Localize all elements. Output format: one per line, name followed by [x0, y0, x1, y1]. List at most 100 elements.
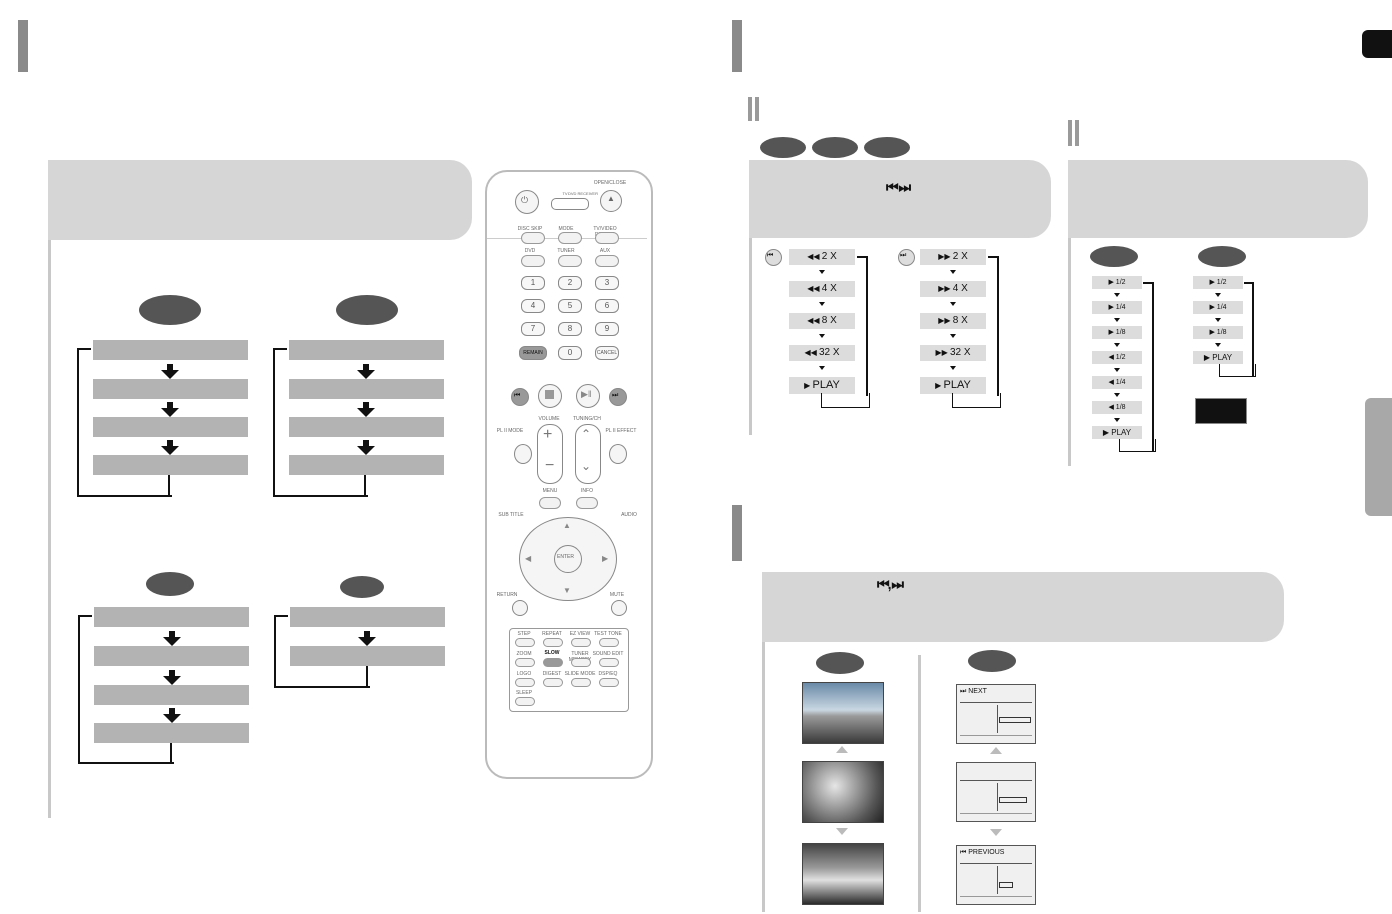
loop-line: [77, 349, 172, 497]
slow-box: ▶ 1/8: [1092, 326, 1142, 339]
number-button[interactable]: 6: [595, 299, 619, 313]
subsection-marker: [755, 97, 759, 121]
remote-label-volume: VOLUME: [538, 416, 560, 422]
slow-button[interactable]: [543, 658, 563, 667]
down-arrow-icon: [358, 631, 376, 646]
enter-button[interactable]: ENTER: [554, 545, 582, 573]
number-button[interactable]: 0: [558, 346, 582, 360]
mute-button[interactable]: [611, 600, 627, 616]
flow-box: [94, 607, 249, 627]
down-arrow-icon: [163, 670, 181, 685]
dsp-eq-button[interactable]: [599, 678, 619, 687]
flow-box: [289, 379, 444, 399]
tv-dvd-switch[interactable]: [551, 198, 589, 210]
number-button[interactable]: 8: [558, 322, 582, 336]
menu-button[interactable]: [539, 497, 561, 509]
step-button[interactable]: [515, 638, 535, 647]
down-arrow-icon: [357, 364, 375, 379]
skip-back-button[interactable]: ⏮: [511, 388, 529, 406]
small-down-arrow: [950, 270, 956, 274]
play-pause-button[interactable]: ▶‖: [576, 384, 600, 408]
remote-label-ez-view: EZ VIEW: [569, 631, 591, 637]
side-tab: [1365, 398, 1392, 516]
pl2-effect-button[interactable]: [609, 444, 627, 464]
zoom-button[interactable]: [515, 658, 535, 667]
disc-type-oval: [968, 650, 1016, 672]
logo-button[interactable]: [515, 678, 535, 687]
volume-rocker[interactable]: +−: [537, 424, 563, 484]
photo-thumbnail: [802, 682, 884, 744]
mode-button[interactable]: [558, 232, 582, 244]
small-down-arrow: [1114, 343, 1120, 347]
remote-label-pl2-effect: PL II EFFECT: [605, 428, 637, 434]
speed-box: ▶▶ 4 X: [920, 281, 986, 297]
instruction-panel: [48, 160, 472, 240]
small-down-arrow: [1114, 318, 1120, 322]
flow-box: [93, 379, 248, 399]
flow-box: [94, 723, 249, 743]
slow-box: ▶ PLAY: [1193, 351, 1243, 364]
small-down-arrow: [950, 302, 956, 306]
instruction-panel: [1068, 160, 1368, 238]
speed-box: ▶▶ 2 X: [920, 249, 986, 265]
instruction-panel: [762, 572, 1284, 642]
sound-edit-button[interactable]: [599, 658, 619, 667]
screen-next: ⏭ NEXT: [956, 684, 1036, 744]
loop-line: [952, 393, 1001, 408]
disc-type-oval: [1090, 246, 1138, 267]
remote-label-audio: AUDIO: [621, 512, 637, 518]
skip-buttons-icon: ⏮ ⏭: [886, 179, 911, 195]
power-button[interactable]: ⏻: [515, 190, 539, 214]
down-arrow-icon: [161, 402, 179, 417]
remote-label-repeat: REPEAT: [542, 631, 562, 637]
flow-box: [94, 646, 249, 666]
number-button[interactable]: 3: [595, 276, 619, 290]
pl2-mode-button[interactable]: [514, 444, 532, 464]
section-header-bar: [18, 20, 28, 72]
number-button[interactable]: 5: [558, 299, 582, 313]
disc-type-oval: [812, 137, 858, 158]
bottom-button-panel: STEP REPEAT EZ VIEW TEST TONE ZOOM SLOW …: [509, 628, 629, 712]
number-button[interactable]: 9: [595, 322, 619, 336]
panel-rule: [762, 642, 765, 912]
test-tone-button[interactable]: [599, 638, 619, 647]
ez-view-button[interactable]: [571, 638, 591, 647]
disc-type-oval: [336, 295, 398, 325]
remain-button[interactable]: REMAIN: [519, 346, 547, 360]
flow-box: [289, 455, 444, 475]
flow-box: [289, 340, 444, 360]
number-button[interactable]: 4: [521, 299, 545, 313]
aux-button[interactable]: [595, 255, 619, 267]
remote-label-subtitle: SUB TITLE: [498, 512, 524, 518]
number-button[interactable]: 2: [558, 276, 582, 290]
number-button[interactable]: 7: [521, 322, 545, 336]
screen-next-label: NEXT: [968, 688, 987, 695]
repeat-button[interactable]: [543, 638, 563, 647]
speed-box: ◀◀ 32 X: [789, 345, 855, 361]
disc-skip-button[interactable]: [521, 232, 545, 244]
remote-label-dvd: DVD: [524, 248, 536, 254]
loop-line: [1219, 364, 1256, 377]
flow-box: [93, 340, 248, 360]
speed-box: ◀◀ 4 X: [789, 281, 855, 297]
remote-label-mute: MUTE: [609, 592, 625, 598]
tuning-rocker[interactable]: ⌃⌄: [575, 424, 601, 484]
cancel-button[interactable]: CANCEL: [595, 346, 619, 360]
dvd-button[interactable]: [521, 255, 545, 267]
info-button[interactable]: [576, 497, 598, 509]
slide-mode-button[interactable]: [571, 678, 591, 687]
small-down-arrow: [819, 366, 825, 370]
remote-label-tuner: TUNER: [557, 248, 575, 254]
tuner-button[interactable]: [558, 255, 582, 267]
stop-button[interactable]: [538, 384, 562, 408]
tuner-memory-button[interactable]: [571, 658, 591, 667]
return-button[interactable]: [512, 600, 528, 616]
tv-video-button[interactable]: [595, 232, 619, 244]
skip-forward-button[interactable]: ⏭: [609, 388, 627, 406]
digest-button[interactable]: [543, 678, 563, 687]
number-button[interactable]: 1: [521, 276, 545, 290]
open-close-button[interactable]: ▲: [600, 190, 622, 212]
loop-line: [274, 616, 370, 688]
sleep-button[interactable]: [515, 697, 535, 706]
down-arrow-icon: [357, 402, 375, 417]
